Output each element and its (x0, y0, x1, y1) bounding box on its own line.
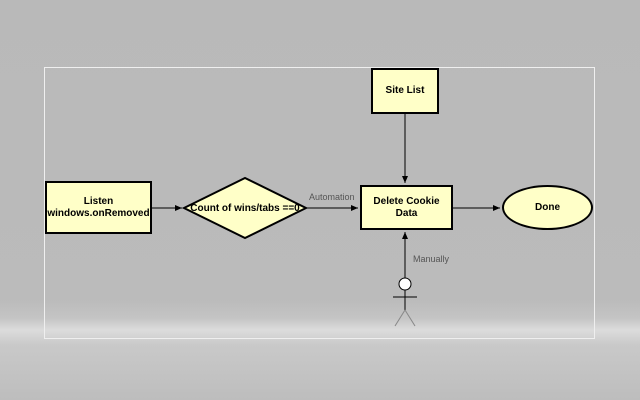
decision-node-label: Count of wins/tabs ==0 (190, 202, 300, 214)
listen-node[interactable]: Listen windows.onRemoved (45, 181, 152, 234)
site-list-node[interactable]: Site List (371, 68, 439, 114)
user-actor-icon[interactable] (393, 277, 417, 327)
edge-label-manually: Manually (413, 254, 450, 264)
delete-cookie-node[interactable]: Delete Cookie Data (360, 185, 453, 230)
done-node[interactable]: Done (502, 185, 593, 230)
diagram-canvas-border (44, 67, 595, 339)
edge-label-automation: Automation (309, 192, 355, 202)
